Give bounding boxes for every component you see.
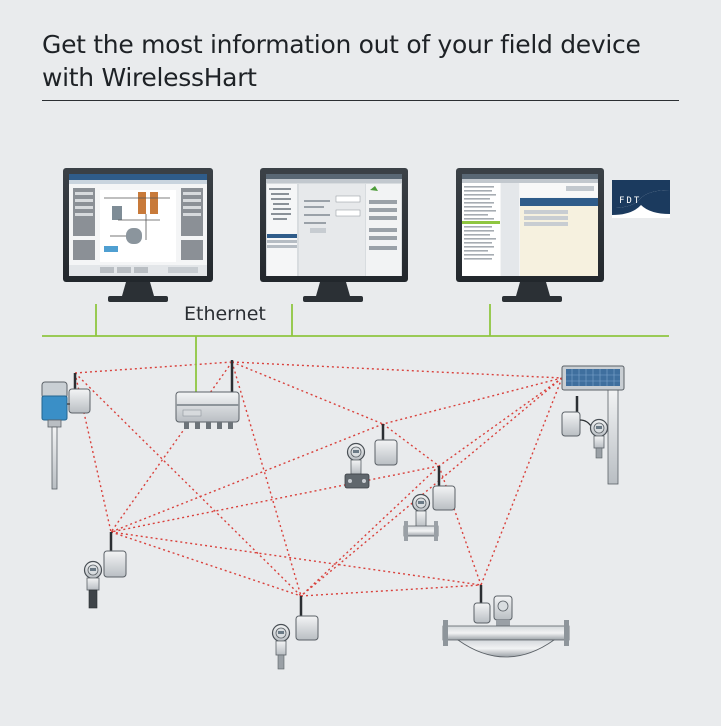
flowmeter-center <box>403 466 456 541</box>
coriolis-flowmeter <box>442 585 570 658</box>
wireless-link-level-sensor-to-small-transmitter-left <box>74 372 112 533</box>
wireless-link-solar-panel-to-coriolis-flowmeter <box>480 377 563 586</box>
level-sensor <box>41 373 91 490</box>
small-transmitter-left <box>83 532 127 609</box>
fdt-logo: FDT <box>612 180 670 218</box>
wireless-link-gateway-to-solar-panel <box>231 361 563 379</box>
wireless-link-level-sensor-to-gateway <box>74 361 233 374</box>
wireless-link-gateway-to-pressure-transmitter-center <box>231 361 384 425</box>
wireless-link-gateway-to-small-transmitter-left <box>110 361 233 533</box>
wireless-link-gateway-to-radar-transmitter <box>231 361 302 597</box>
wirelesshart-gateway <box>175 360 240 429</box>
monitor-configuration-tool <box>260 168 408 302</box>
radar-transmitter <box>271 596 319 670</box>
ethernet-label: Ethernet <box>184 303 266 325</box>
wireless-mesh <box>74 361 563 597</box>
wireless-link-radar-transmitter-to-coriolis-flowmeter <box>300 584 482 597</box>
wireless-link-flowmeter-center-to-coriolis-flowmeter <box>438 465 482 586</box>
wireless-link-solar-panel-to-radar-transmitter <box>300 377 563 597</box>
fdt-logo-text: FDT <box>619 196 641 206</box>
monitor-process-visualization <box>63 168 213 302</box>
wireless-link-small-transmitter-left-to-coriolis-flowmeter <box>110 531 482 586</box>
wireless-link-pressure-transmitter-center-to-flowmeter-center <box>382 423 440 467</box>
wireless-link-pressure-transmitter-center-to-small-transmitter-left <box>110 423 384 533</box>
title-line-2: with WirelessHart <box>42 63 257 92</box>
wireless-link-flowmeter-center-to-small-transmitter-left <box>110 465 440 533</box>
title-divider <box>42 100 679 101</box>
ethernet-bus <box>42 304 669 393</box>
wireless-link-flowmeter-center-to-radar-transmitter <box>300 465 440 597</box>
monitor-asset-management <box>456 168 604 302</box>
wireless-link-solar-panel-to-flowmeter-center <box>438 377 563 467</box>
pressure-transmitter-center <box>344 424 398 489</box>
page-title: Get the most information out of your fie… <box>42 28 682 94</box>
wireless-link-small-transmitter-left-to-radar-transmitter <box>110 531 302 597</box>
wireless-link-solar-panel-to-pressure-transmitter-center <box>382 377 563 425</box>
title-line-1: Get the most information out of your fie… <box>42 30 641 59</box>
solar-powered-adapter <box>561 365 625 485</box>
